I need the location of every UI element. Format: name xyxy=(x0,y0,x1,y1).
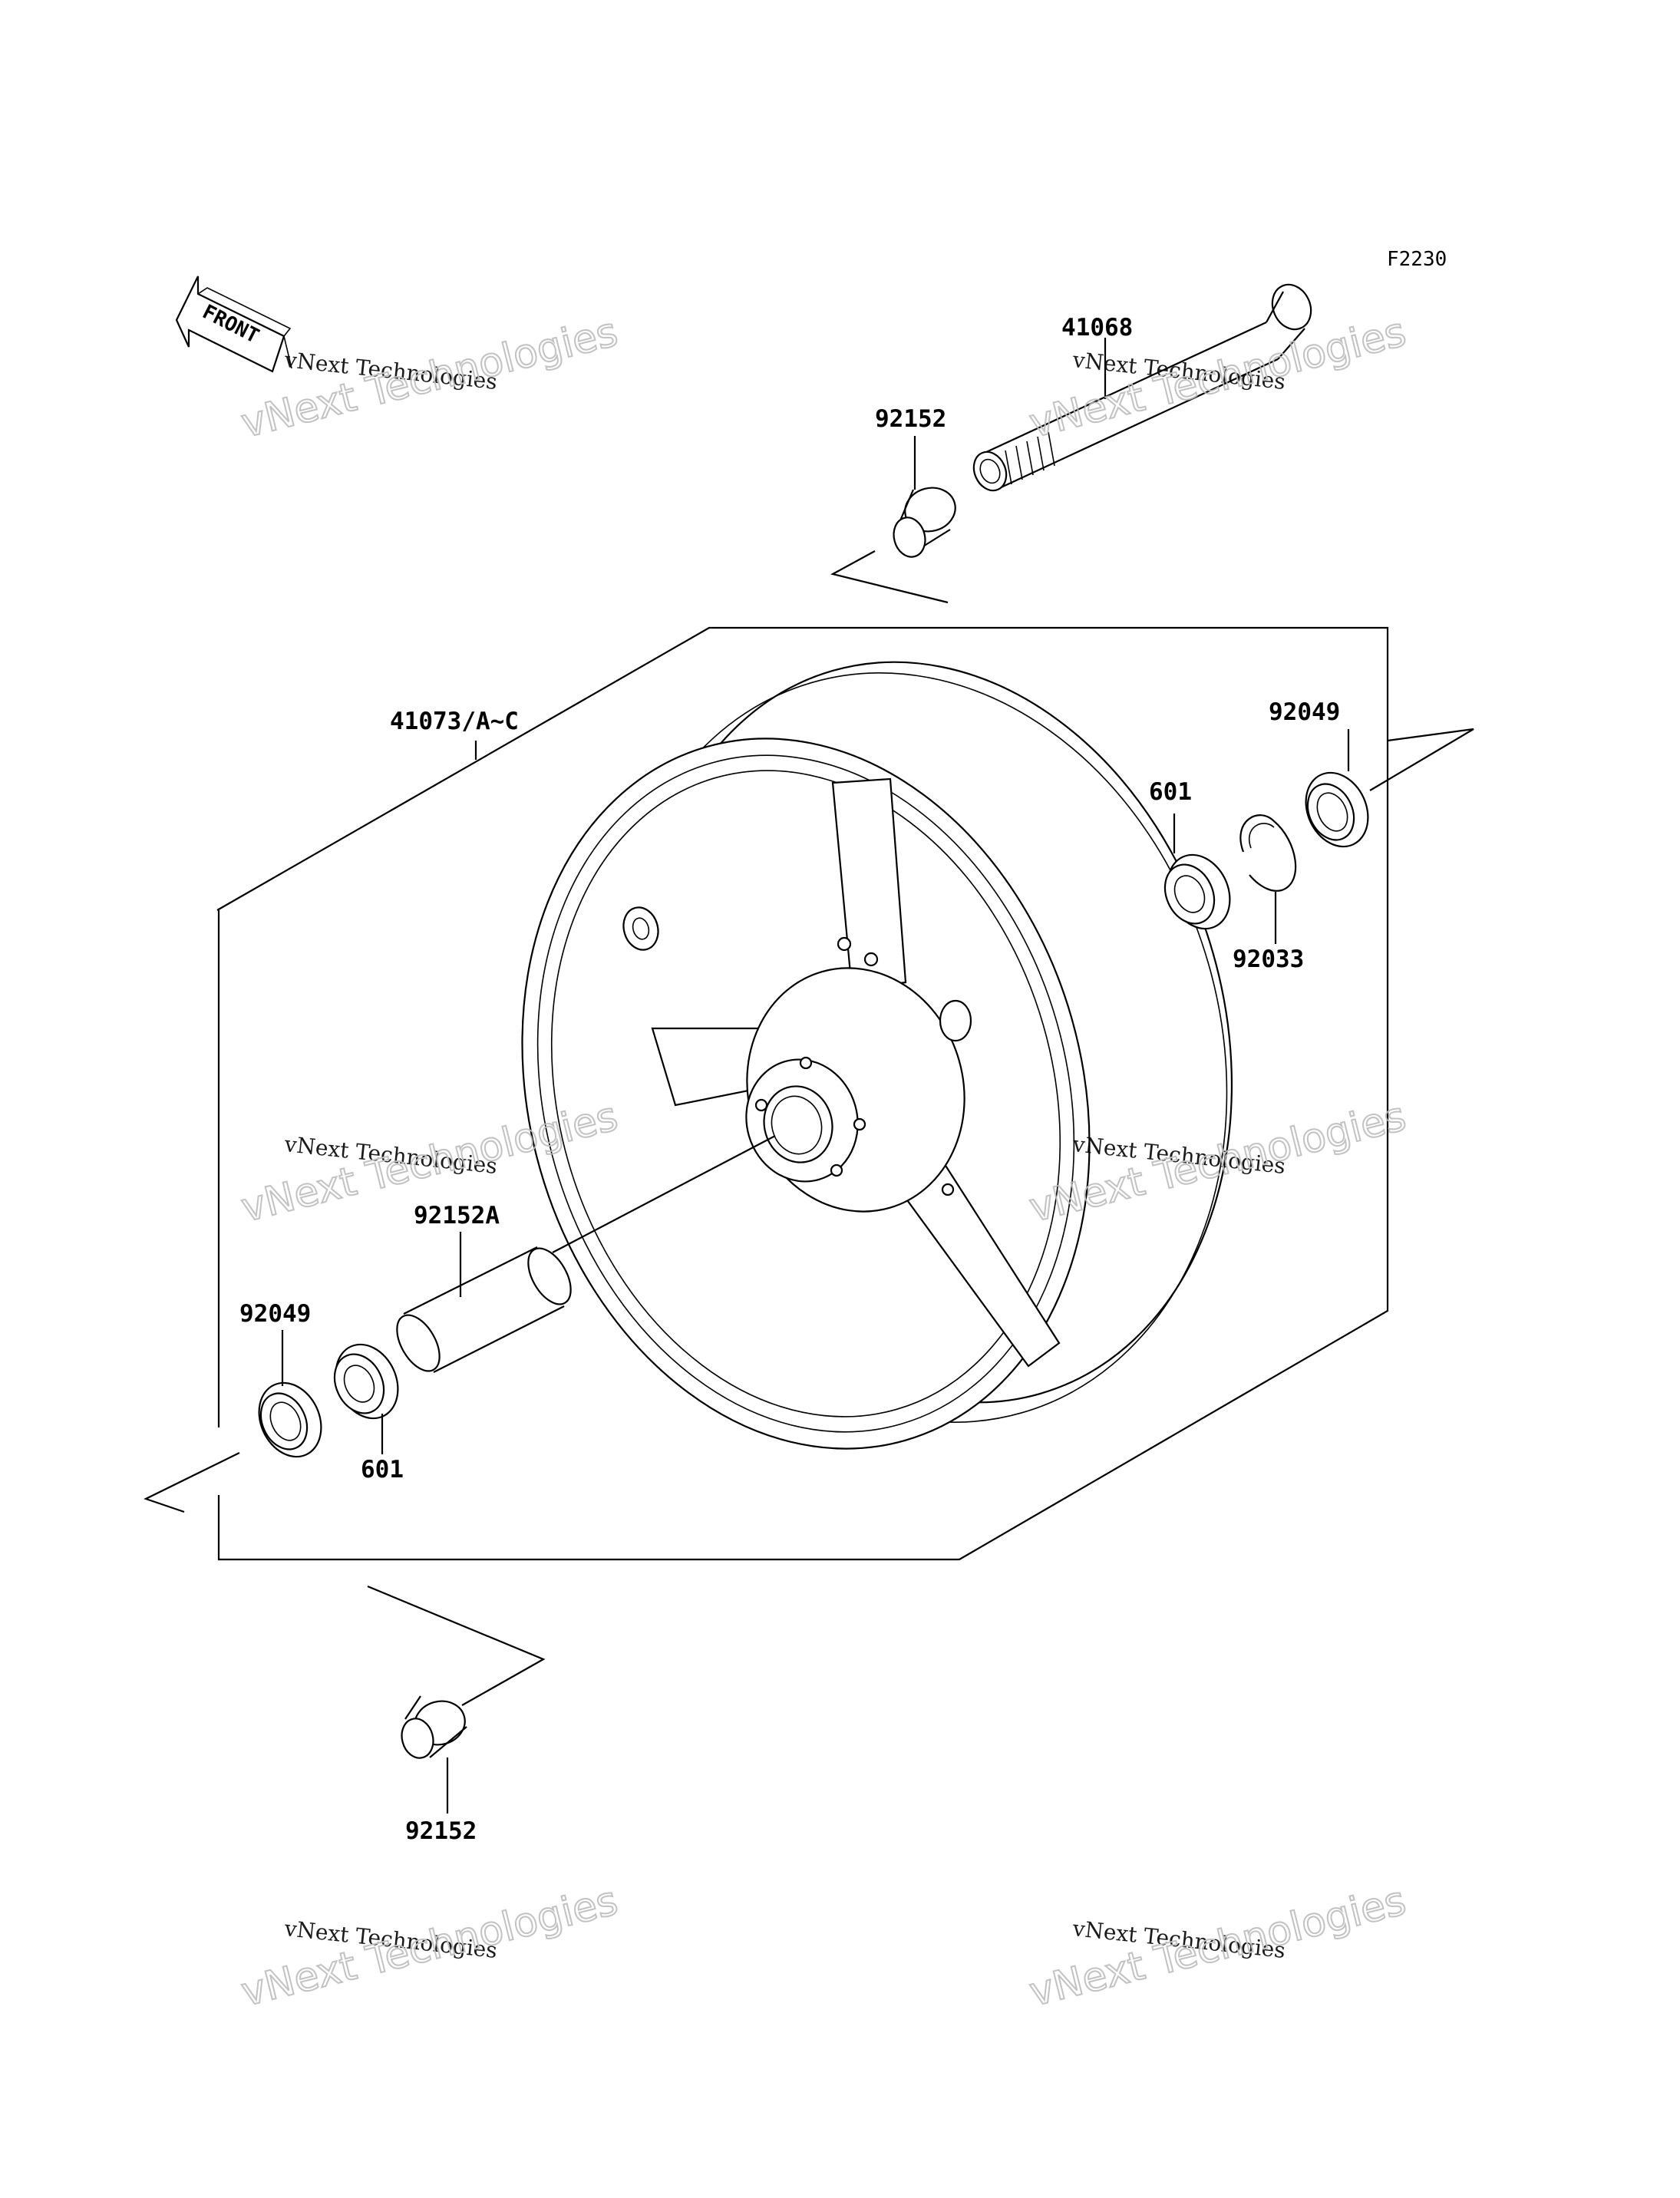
bearing-left-601 xyxy=(333,1343,399,1420)
label-92049-right: 92049 xyxy=(1269,698,1340,726)
svg-text:vNext Technologies: vNext Technologies xyxy=(237,309,622,447)
label-601-right: 601 xyxy=(1149,778,1192,806)
oil-seal-right-92049 xyxy=(1305,771,1369,848)
bearing-right-601 xyxy=(1163,853,1231,930)
spacer-92152A xyxy=(396,1246,572,1373)
front-arrow-icon: FRONT xyxy=(175,276,292,373)
label-41073: 41073/A~C xyxy=(390,708,519,735)
label-92152A: 92152A xyxy=(414,1202,500,1229)
wheel-41073 xyxy=(521,661,1233,1450)
figure-code: F2230 xyxy=(1387,248,1447,271)
circlip-92033 xyxy=(1239,814,1297,892)
axle-41068 xyxy=(972,283,1312,492)
label-92152-top: 92152 xyxy=(875,405,946,433)
oil-seal-left-92049 xyxy=(258,1381,322,1458)
collar-top-92152 xyxy=(893,487,956,558)
label-92152-bottom: 92152 xyxy=(405,1817,477,1845)
label-41068: 41068 xyxy=(1061,314,1133,342)
svg-text:vNext Technologies: vNext Technologies xyxy=(1025,1878,1411,2016)
label-92033: 92033 xyxy=(1233,946,1304,973)
svg-text:vNext Technologies: vNext Technologies xyxy=(237,1878,622,2016)
collar-bottom-92152 xyxy=(401,1695,467,1759)
label-601-left: 601 xyxy=(361,1456,404,1483)
label-92049-left: 92049 xyxy=(239,1300,311,1328)
